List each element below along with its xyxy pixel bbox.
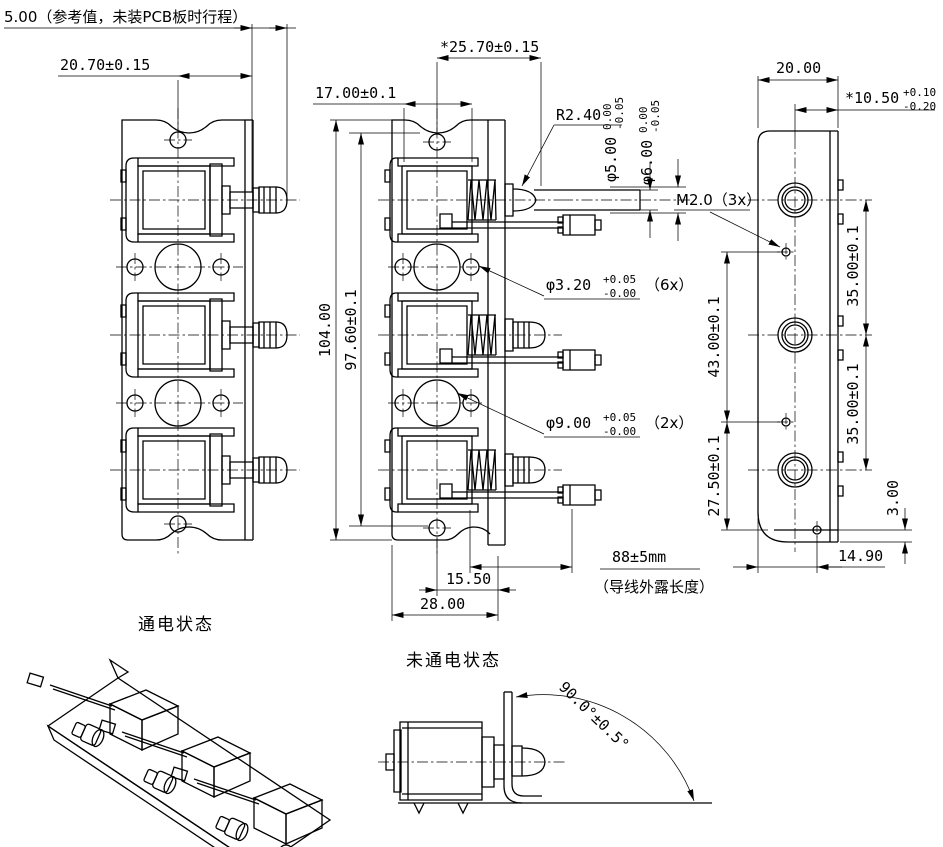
dim-28-00: 28.00 xyxy=(392,545,498,621)
side-deenergized-view xyxy=(378,692,712,813)
section-view xyxy=(377,108,692,556)
dim-25-70: *25.70±0.15 xyxy=(437,38,541,186)
dim-text: *25.70±0.15 xyxy=(440,38,539,56)
dim-r2-40: R2.40 xyxy=(522,106,622,186)
dim-35-top: 35.00±0.1 xyxy=(844,200,869,335)
dim-tol-lo: -0.05 xyxy=(613,97,626,130)
dim-20-70: 20.70±0.15 xyxy=(58,56,252,130)
dim-43: 43.00±0.1 xyxy=(705,252,780,422)
dim-97-60: 97.60±0.1 xyxy=(342,133,428,526)
dim-text: 43.00±0.1 xyxy=(705,296,723,377)
dim-tol-up: +0.05 xyxy=(603,411,636,424)
dim-text: 97.60±0.1 xyxy=(342,289,360,370)
dim-15-50: 15.50 xyxy=(419,538,516,596)
dim-text: 15.50 xyxy=(446,570,491,588)
dim-text: 88±5mm xyxy=(612,548,666,566)
dim-dia3-2: φ3.20 +0.05 -0.00 （6x） xyxy=(479,266,693,300)
dim-tol-lo: -0.05 xyxy=(649,100,662,133)
dim-stroke-note: 5.00（参考值，未装PCB板时行程） xyxy=(4,8,296,196)
dim-text: 27.50±0.1 xyxy=(705,435,723,516)
side-view xyxy=(748,131,872,552)
dim-text: M2.0（3x） xyxy=(676,191,761,209)
caption-deenergized: 未通电状态 xyxy=(406,651,501,671)
dim-dia9: φ9.00 +0.05 -0.00 （2x） xyxy=(457,393,693,438)
dim-text: 20.70±0.15 xyxy=(60,56,150,74)
dim-text: φ9.00 xyxy=(546,414,591,432)
dim-35-bottom: 35.00±0.1 xyxy=(844,335,869,470)
dim-text: 17.00±0.1 xyxy=(315,84,396,102)
dim-text: 3.00 xyxy=(884,480,902,516)
dim-10-50: *10.50 +0.10 -0.20 xyxy=(795,86,936,138)
dim-14-90: 14.90 xyxy=(733,518,885,573)
dim-tol-lo: -0.00 xyxy=(603,287,636,300)
dim-20-00: 20.00 xyxy=(758,59,838,128)
dim-text: 28.00 xyxy=(420,595,465,613)
dim-count: （6x） xyxy=(645,276,693,294)
dim-27-50: 27.50±0.1 xyxy=(705,422,768,530)
dim-tol-up: 0.00 xyxy=(637,107,650,134)
stroke-note-text: 5.00（参考值，未装PCB板时行程） xyxy=(4,8,247,26)
dim-dia5: φ5.00 0.00 -0.05 xyxy=(601,97,626,182)
dim-text: φ3.20 xyxy=(546,276,591,294)
caption-energized: 通电状态 xyxy=(138,615,214,635)
dim-tol-lo: -0.20 xyxy=(903,100,936,113)
dim-text: 14.90 xyxy=(838,547,883,565)
dim-count: （2x） xyxy=(645,414,693,432)
dim-text: φ5.00 xyxy=(602,137,620,182)
angle-arc xyxy=(516,692,694,801)
dim-angle-text: 90.0°±0.5° xyxy=(555,678,632,754)
dim-text: R2.40 xyxy=(556,106,601,124)
dim-text: *10.50 xyxy=(845,89,899,107)
dim-tol-lo: -0.00 xyxy=(603,425,636,438)
dim-text: 35.00±0.1 xyxy=(844,225,862,306)
dim-note: （导线外露长度） xyxy=(594,578,714,596)
dim-text: 20.00 xyxy=(776,59,821,77)
dim-tol-up: 0.00 xyxy=(601,104,614,131)
dim-17-00: 17.00±0.1 xyxy=(313,84,472,162)
dim-3-00: 3.00 xyxy=(822,480,912,564)
top-plunger-extended xyxy=(505,184,692,216)
dim-m2-thread: M2.0（3x） xyxy=(674,191,780,247)
dim-wire-length: 88±5mm （导线外露长度） xyxy=(470,509,714,596)
dim-104: 104.00 xyxy=(316,120,392,540)
dim-dia6: φ6.00 0.00 -0.05 xyxy=(637,100,662,185)
dim-text: 104.00 xyxy=(316,303,334,357)
dim-tol-up: +0.05 xyxy=(603,273,636,286)
dim-tol-up: +0.10 xyxy=(903,86,936,99)
iso-energized-view xyxy=(26,660,330,847)
dim-text: φ6.00 xyxy=(638,140,656,185)
dim-text: 35.00±0.1 xyxy=(844,363,862,444)
front-view xyxy=(109,108,301,556)
